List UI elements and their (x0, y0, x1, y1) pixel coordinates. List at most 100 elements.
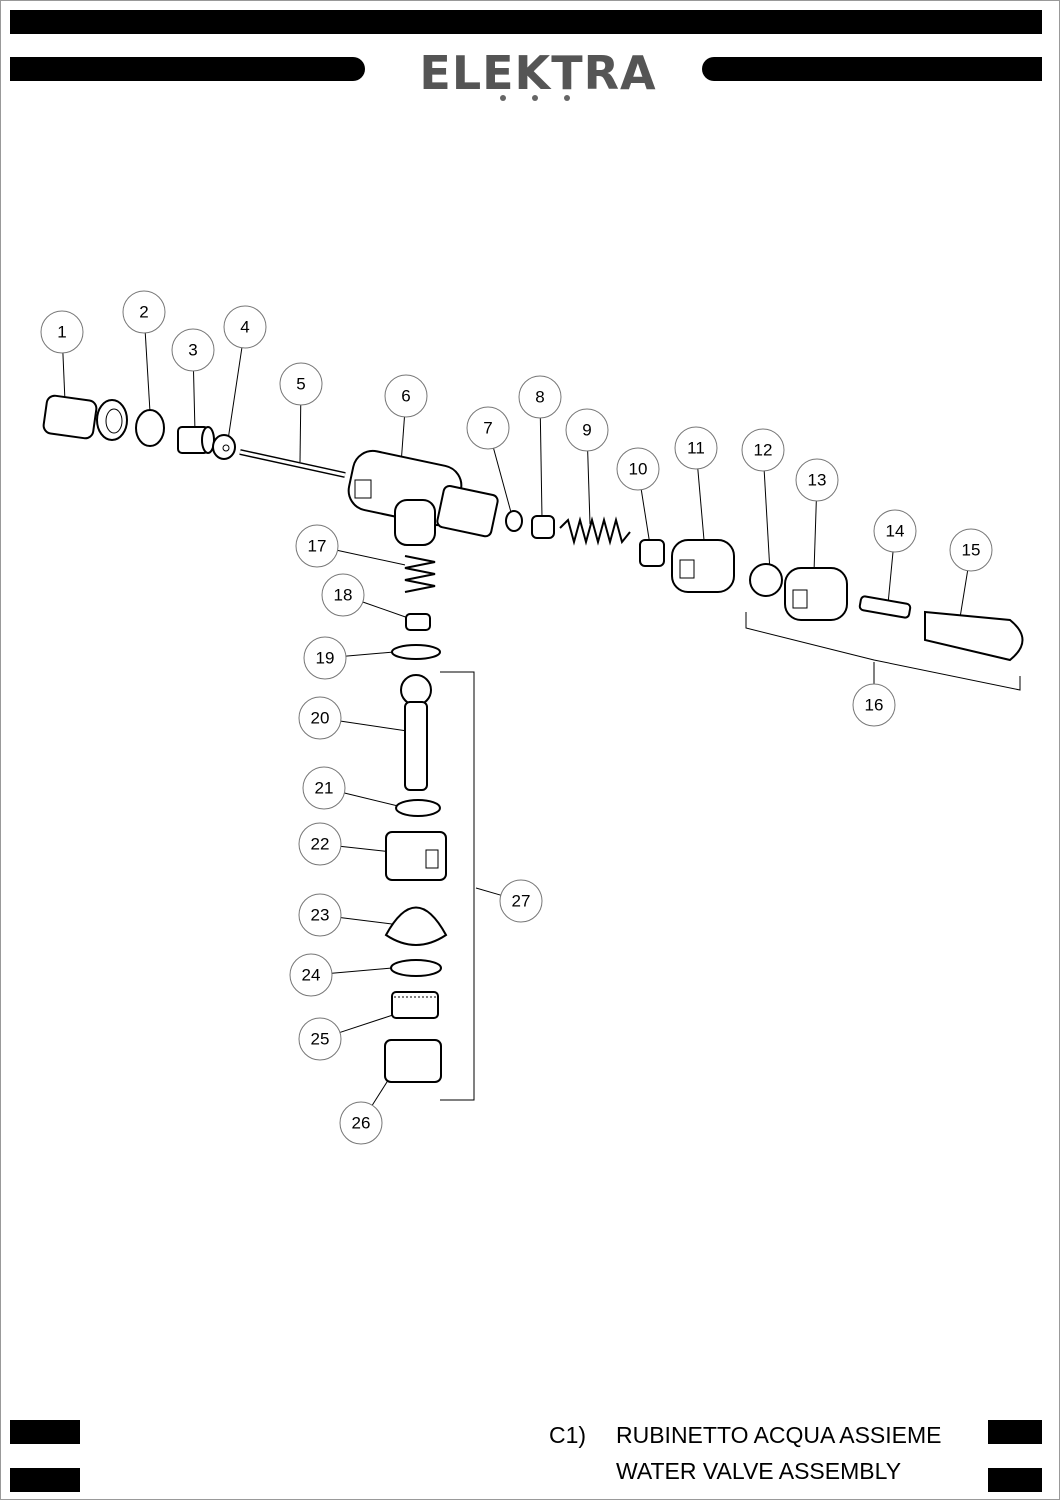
part-25-filter (391, 991, 439, 1019)
footer-block-right-top (988, 1420, 1042, 1444)
callout-label: 6 (401, 387, 410, 406)
callout-label: 14 (886, 522, 905, 541)
callout-label: 15 (962, 541, 981, 560)
leader-line-12 (763, 470, 771, 573)
header-bar-left (10, 57, 365, 81)
callout-label: 7 (483, 419, 492, 438)
footer-block-left-bottom (10, 1468, 80, 1492)
callout-10: 10 (616, 447, 660, 491)
assembly-title-italian: RUBINETTO ACQUA ASSIEME (616, 1422, 942, 1448)
callout-label: 17 (308, 537, 327, 556)
callout-label: 4 (240, 318, 249, 337)
callout-label: 23 (311, 906, 330, 925)
part-17-spring (404, 555, 436, 593)
callout-label: 25 (311, 1030, 330, 1049)
callout-5: 5 (279, 362, 323, 406)
part-6-valve-body (347, 449, 499, 546)
leader-line-21 (344, 792, 399, 807)
part-1-fitting (42, 394, 128, 441)
part-11-cap (671, 539, 735, 593)
leader-line-13 (813, 500, 817, 573)
callout-label: 1 (57, 323, 66, 342)
callout-9: 9 (565, 408, 609, 452)
part-24-ring (390, 959, 442, 977)
callout-23: 23 (298, 893, 342, 937)
callout-label: 18 (334, 586, 353, 605)
callout-14: 14 (873, 509, 917, 553)
callout-label: 2 (139, 303, 148, 322)
callout-3: 3 (171, 328, 215, 372)
part-15-handle (924, 610, 1024, 662)
callout-7: 7 (466, 406, 510, 450)
callout-12: 12 (741, 428, 785, 472)
callout-4: 4 (223, 305, 267, 349)
leader-line-24 (331, 967, 393, 974)
callout-6: 6 (384, 374, 428, 418)
part-9-spring (559, 516, 631, 546)
brand-logo: ELEKTRA (419, 46, 657, 100)
leader-line-2 (144, 332, 151, 413)
callout-label: 26 (352, 1114, 371, 1133)
part-3-seat (177, 426, 215, 454)
assembly-code: C1) (549, 1422, 587, 1448)
leader-line-22 (340, 845, 393, 853)
logo-dots (500, 95, 570, 101)
callout-2: 2 (122, 290, 166, 334)
callout-13: 13 (795, 458, 839, 502)
callout-label: 20 (311, 709, 330, 728)
callout-label: 24 (302, 966, 321, 985)
callout-24: 24 (289, 953, 333, 997)
callout-label: 13 (808, 471, 827, 490)
leader-line-10 (640, 489, 651, 546)
part-10-sleeve (639, 539, 665, 567)
leader-line-4 (227, 347, 243, 441)
callout-25: 25 (298, 1017, 342, 1061)
callout-label: 10 (629, 460, 648, 479)
callout-18: 18 (321, 573, 365, 617)
callout-label: 8 (535, 388, 544, 407)
callout-1: 1 (40, 310, 84, 354)
callout-label: 3 (188, 341, 197, 360)
callout-22: 22 (298, 822, 342, 866)
part-2-oring (135, 409, 165, 447)
callout-20: 20 (298, 696, 342, 740)
leader-line-20 (340, 720, 415, 733)
callout-label: 5 (296, 375, 305, 394)
leader-line-3 (193, 370, 196, 433)
part-23-dome (384, 906, 448, 946)
header-bar-top (10, 10, 1042, 34)
part-19-oring (391, 644, 441, 660)
callout-label: 9 (582, 421, 591, 440)
part-13-cap (784, 567, 848, 621)
callout-21: 21 (302, 766, 346, 810)
part-8-bushing (531, 515, 555, 539)
footer-block-right-bottom (988, 1468, 1042, 1492)
callout-17: 17 (295, 524, 339, 568)
part-4-washer (212, 434, 236, 460)
callout-label: 19 (316, 649, 335, 668)
leader-line-14 (887, 551, 894, 605)
part-14-pin (858, 595, 912, 619)
part-12-ball (749, 563, 783, 597)
bracket-27 (440, 671, 475, 1101)
leader-line-17 (337, 549, 411, 567)
part-20-stem (400, 674, 432, 791)
leader-line-8 (539, 417, 543, 519)
footer-block-left-top (10, 1420, 80, 1444)
callout-label: 11 (687, 439, 705, 458)
callout-label: 21 (315, 779, 334, 798)
leader-line-27 (475, 887, 501, 896)
callout-label: 12 (754, 441, 773, 460)
leader-line-11 (697, 468, 705, 541)
leader-line-9 (587, 450, 591, 525)
callout-8: 8 (518, 375, 562, 419)
part-22-body (385, 831, 447, 881)
callout-label: 27 (512, 892, 531, 911)
part-7-washer (505, 510, 523, 532)
callout-19: 19 (303, 636, 347, 680)
leader-line-5 (299, 404, 302, 463)
header-bar-right (702, 57, 1042, 81)
callout-26: 26 (339, 1101, 383, 1145)
